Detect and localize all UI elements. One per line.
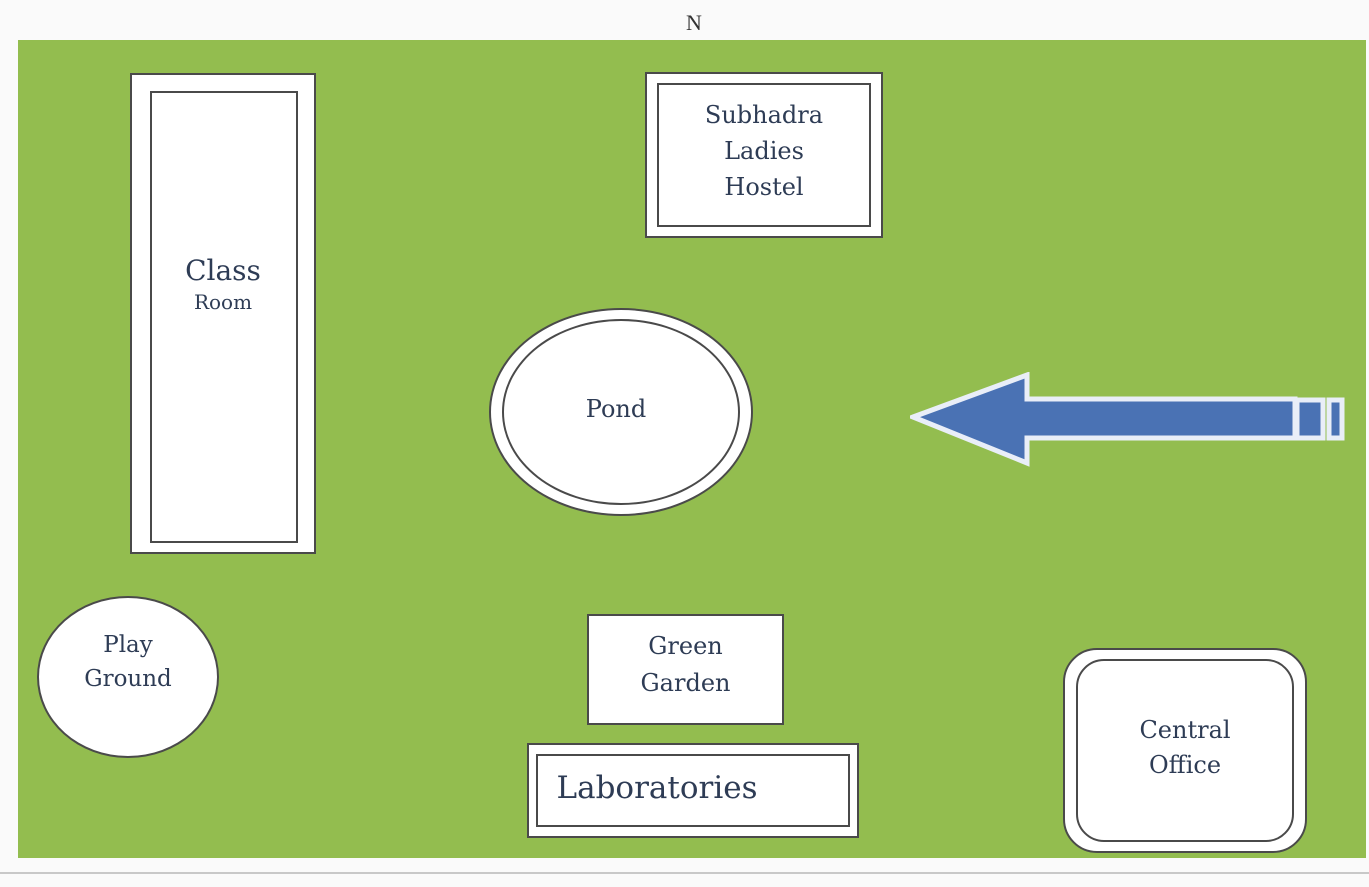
pond-inner-outline — [502, 319, 740, 505]
pond — [489, 308, 753, 516]
classroom-building — [130, 73, 316, 554]
classroom-label: Class Room — [148, 253, 298, 315]
hostel-label-line1: Subhadra — [704, 101, 824, 129]
entrance-arrow — [910, 372, 1345, 467]
hostel-inner-outline — [657, 83, 871, 227]
playground — [37, 596, 219, 758]
classroom-label-line1: Class — [185, 254, 261, 287]
bottom-border — [0, 872, 1369, 874]
central-office-building — [1063, 648, 1307, 853]
playground-label: Play Ground — [45, 628, 211, 696]
central-office-inner-outline — [1076, 659, 1294, 842]
garden-label-line2: Garden — [640, 669, 731, 697]
laboratories-building — [527, 743, 859, 838]
garden-label: Green Garden — [590, 628, 781, 702]
classroom-inner-outline — [150, 91, 298, 543]
central-office-label-line1: Central — [1139, 716, 1231, 744]
garden-label-line1: Green — [648, 632, 723, 660]
hostel-label: Subhadra Ladies Hostel — [650, 97, 878, 205]
hostel-label-line3: Hostel — [724, 173, 804, 201]
central-office-label-line2: Office — [1148, 751, 1222, 779]
playground-label-line1: Play — [103, 632, 153, 658]
hostel-label-line2: Ladies — [724, 137, 804, 165]
pond-label: Pond — [585, 395, 647, 423]
north-indicator: N — [686, 10, 702, 35]
laboratories-label: Laboratories — [556, 770, 758, 806]
hostel-building — [645, 72, 883, 238]
classroom-label-line2: Room — [193, 290, 253, 315]
green-garden — [587, 614, 784, 725]
central-office-label: Central Office — [1070, 713, 1300, 783]
laboratories-inner-outline — [536, 754, 850, 827]
playground-label-line2: Ground — [84, 666, 172, 692]
